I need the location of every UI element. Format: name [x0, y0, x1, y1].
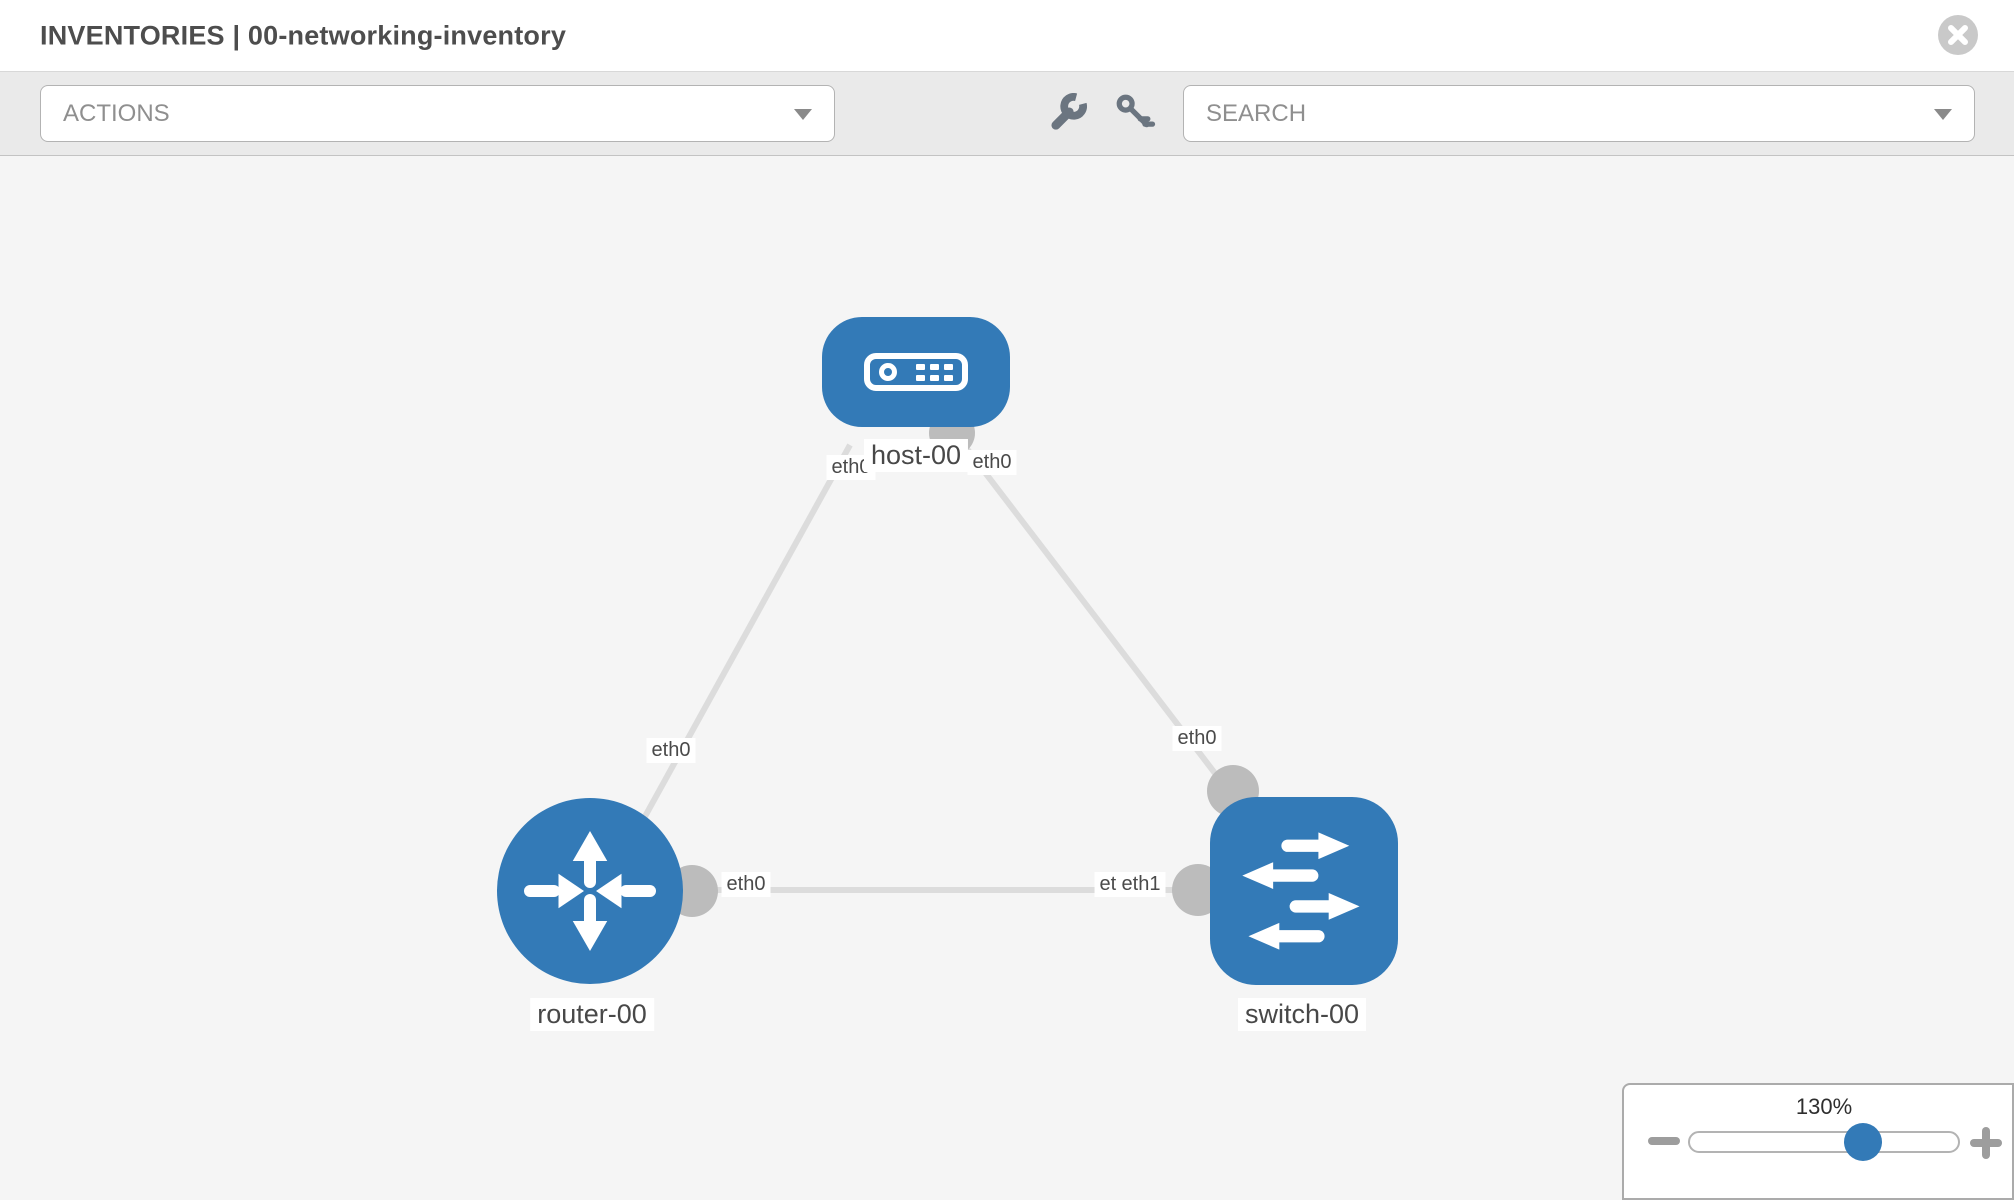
topology-canvas[interactable]: eth0 eth0 eth0 eth0 eth0 eth0 eth1 host-… [0, 156, 2014, 1200]
link-host-switch[interactable] [961, 443, 1243, 808]
chevron-down-icon [794, 108, 812, 120]
zoom-level-value: 130% [1795, 1094, 1853, 1119]
port-label: eth0 [967, 450, 1017, 475]
node-switch-00[interactable] [1210, 797, 1398, 985]
header: INVENTORIES | 00-networking-inventory [0, 0, 2014, 72]
actions-dropdown[interactable]: ACTIONS [40, 85, 835, 142]
port-label: eth1 [1116, 872, 1166, 897]
node-label-host: host-00 [863, 439, 969, 472]
zoom-out-button[interactable] [1648, 1137, 1680, 1145]
port-label: eth0 [1172, 726, 1222, 751]
close-button[interactable] [1938, 15, 1978, 55]
search-dropdown-label: SEARCH [1206, 99, 1307, 127]
chevron-down-icon [1934, 108, 1952, 120]
switch-arrows-icon [1242, 832, 1360, 950]
port-label: eth0 [721, 872, 771, 897]
port-label: eth0 [646, 738, 696, 763]
actions-dropdown-label: ACTIONS [63, 99, 170, 127]
host-icon [864, 353, 968, 391]
node-router-00[interactable] [497, 798, 683, 984]
zoom-panel: 130% [1622, 1083, 2014, 1200]
node-label-switch: switch-00 [1237, 998, 1367, 1031]
zoom-slider-thumb[interactable] [1844, 1123, 1882, 1161]
router-arrows-icon [524, 831, 656, 951]
tools-button[interactable] [1044, 90, 1090, 136]
close-icon [1948, 25, 1968, 45]
page-title: INVENTORIES | 00-networking-inventory [40, 20, 567, 50]
zoom-slider-track[interactable] [1688, 1131, 1960, 1153]
search-dropdown[interactable]: SEARCH [1183, 85, 1975, 142]
credentials-button[interactable] [1112, 90, 1158, 136]
zoom-in-button[interactable] [1970, 1127, 2002, 1159]
node-host-00[interactable] [822, 317, 1010, 427]
wrench-icon [1051, 93, 1087, 130]
key-icon [1116, 94, 1156, 128]
links-layer [595, 410, 1295, 917]
node-label-router: router-00 [530, 998, 654, 1031]
